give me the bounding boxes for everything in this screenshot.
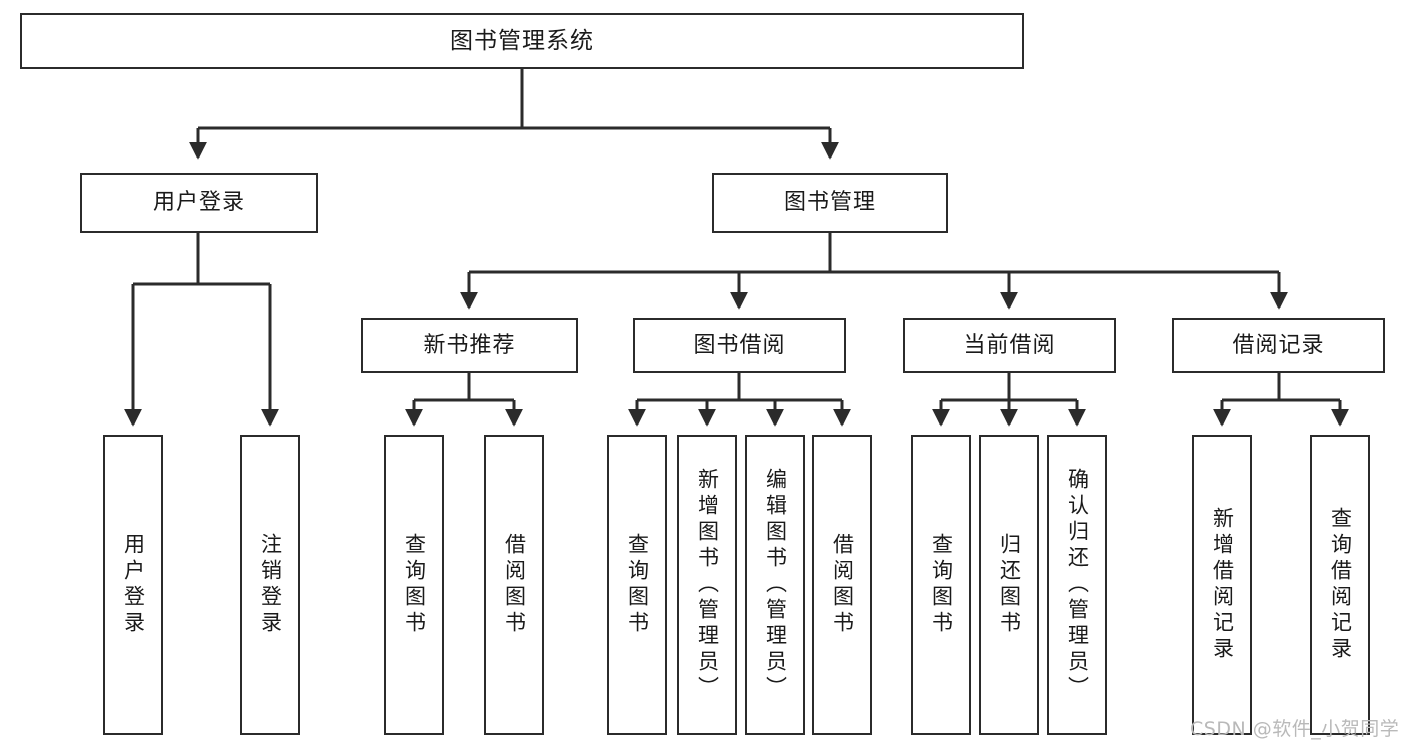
node-book-borrow[interactable]: 图书借阅 — [633, 318, 846, 373]
node-root[interactable]: 图书管理系统 — [20, 13, 1024, 69]
node-leaf-query-record[interactable]: 查询借阅记录 — [1310, 435, 1370, 735]
node-borrow-record[interactable]: 借阅记录 — [1172, 318, 1385, 373]
node-book-borrow-label: 图书借阅 — [693, 332, 786, 358]
node-leaf-edit-book-label: 编辑图书（管理员） — [763, 468, 788, 702]
node-leaf-query-book-1-label: 查询图书 — [402, 533, 427, 637]
node-leaf-return-book-label: 归还图书 — [997, 533, 1022, 637]
node-leaf-add-record[interactable]: 新增借阅记录 — [1192, 435, 1252, 735]
node-leaf-confirm-return-label: 确认归还（管理员） — [1065, 468, 1090, 702]
node-leaf-edit-book[interactable]: 编辑图书（管理员） — [745, 435, 805, 735]
node-leaf-borrow-book-1-label: 借阅图书 — [502, 533, 527, 637]
node-user-login[interactable]: 用户登录 — [80, 173, 318, 233]
node-leaf-logout[interactable]: 注销登录 — [240, 435, 300, 735]
node-leaf-borrow-book-1[interactable]: 借阅图书 — [484, 435, 544, 735]
node-leaf-query-book-1[interactable]: 查询图书 — [384, 435, 444, 735]
node-leaf-return-book[interactable]: 归还图书 — [979, 435, 1039, 735]
node-leaf-borrow-book-2[interactable]: 借阅图书 — [812, 435, 872, 735]
node-current-borrow[interactable]: 当前借阅 — [903, 318, 1116, 373]
node-new-book-recommend[interactable]: 新书推荐 — [361, 318, 578, 373]
watermark-text: CSDN @软件_小贺同学 — [1190, 718, 1400, 740]
node-leaf-user-login[interactable]: 用户登录 — [103, 435, 163, 735]
node-leaf-query-book-2[interactable]: 查询图书 — [607, 435, 667, 735]
node-leaf-query-book-3-label: 查询图书 — [929, 533, 954, 637]
node-current-borrow-label: 当前借阅 — [963, 332, 1056, 358]
node-leaf-user-login-label: 用户登录 — [121, 533, 146, 637]
node-leaf-add-book-label: 新增图书（管理员） — [695, 468, 720, 702]
node-new-book-recommend-label: 新书推荐 — [423, 332, 516, 358]
node-leaf-query-book-2-label: 查询图书 — [625, 533, 650, 637]
node-leaf-query-book-3[interactable]: 查询图书 — [911, 435, 971, 735]
node-book-manage-label: 图书管理 — [783, 190, 876, 216]
node-leaf-query-record-label: 查询借阅记录 — [1328, 507, 1353, 663]
node-leaf-add-record-label: 新增借阅记录 — [1210, 507, 1235, 663]
node-root-label: 图书管理系统 — [450, 27, 594, 54]
node-leaf-add-book[interactable]: 新增图书（管理员） — [677, 435, 737, 735]
node-borrow-record-label: 借阅记录 — [1232, 332, 1325, 358]
node-leaf-borrow-book-2-label: 借阅图书 — [830, 533, 855, 637]
node-user-login-label: 用户登录 — [152, 190, 245, 216]
node-leaf-confirm-return[interactable]: 确认归还（管理员） — [1047, 435, 1107, 735]
node-leaf-logout-label: 注销登录 — [258, 533, 283, 637]
node-book-manage[interactable]: 图书管理 — [712, 173, 948, 233]
